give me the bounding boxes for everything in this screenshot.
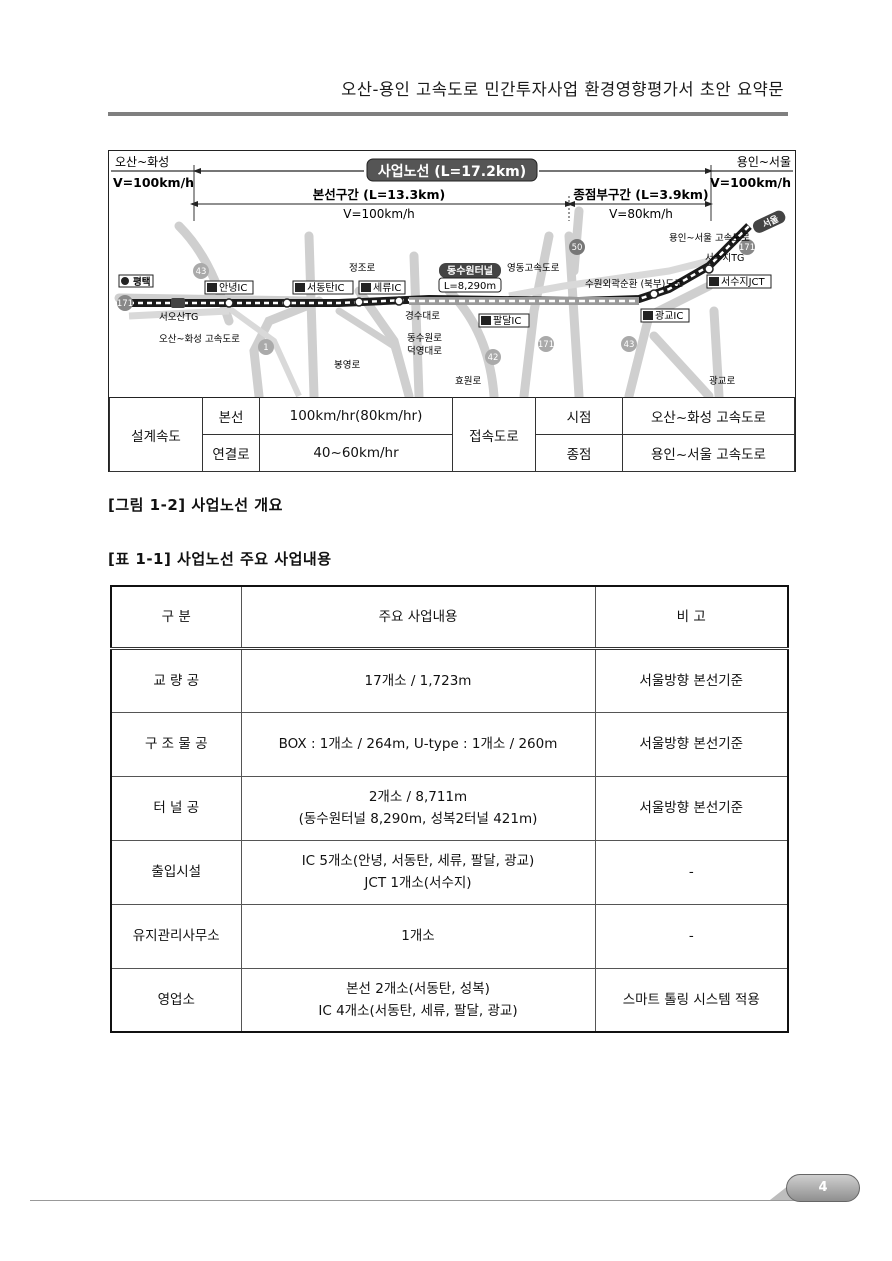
interchange-nodes [224,264,714,308]
table-row: 유지관리사무소 1개소 - [110,903,789,969]
paldal-ic-label: 팔달IC [493,315,521,327]
row-content: BOX : 1개소 / 264m, U-type : 1개소 / 260m [240,711,596,777]
row-content: 본선 2개소(서동탄, 성복)IC 4개소(서동탄, 세류, 팔달, 광교) [240,967,596,1033]
svg-text:171: 171 [117,299,133,309]
seodongtan-ic-label: 서동탄IC [307,282,345,294]
header-rule [108,112,788,116]
row-note: - [594,839,789,905]
header-category: 구 분 [110,585,242,650]
tunnel-name: 동수원터널 [447,264,493,277]
row-note: - [594,903,789,969]
left-section-label: 오산~화성 [115,155,169,169]
row-content: IC 5개소(안녕, 서동탄, 세류, 팔달, 광교)JCT 1개소(서수지) [240,839,596,905]
table-header-row: 구 분 주요 사업내용 비 고 [110,585,789,650]
jeongjo-ro-label: 정조로 [349,263,375,274]
row-content: 2개소 / 8,711m(동수원터널 8,290m, 성복2터널 421m) [240,775,596,841]
end-value-cell: 용인~서울 고속도로 [622,434,795,472]
terminal-segment-speed: V=80km/h [609,207,673,221]
ring-road [508,257,710,300]
page-number: 4 [786,1174,860,1202]
route-shields: 43 1 42 171 43 50 171 171 [117,239,755,365]
seoul-direction-sign: 서울 [752,210,786,233]
dongsuwon-ro-label: 동수원로 [407,333,442,344]
row-category: 영업소 [110,967,242,1033]
ramp-value-cell: 40~60km/hr [259,434,453,472]
document-title: 오산-용인 고속도로 민간투자사업 환경영향평가서 초안 요약문 [341,80,784,99]
yongin-seoul-exp-label: 용인~서울 고속도로 [669,233,750,244]
footer-rule [30,1200,800,1201]
row-note: 서울방향 본선기준 [594,647,789,713]
gwanggyo-ro-label: 광교로 [709,375,735,387]
right-section-label: 용인~서울 [737,155,791,169]
gyeongsu-daero-label: 경수대로 [405,310,440,322]
row-note: 스마트 톨링 시스템 적용 [594,967,789,1033]
mainline-segment-label: 본선구간 (L=13.3km) [313,187,445,202]
deogyeong-daero-label: 덕영대로 [407,346,442,357]
design-spec-table: 설계속도 본선 100km/hr(80km/hr) 접속도로 시점 오산~화성 … [109,397,795,472]
hyowon-ro-label: 효원로 [455,376,481,387]
row-note: 서울방향 본선기준 [594,711,789,777]
mainline-cell: 본선 [202,397,260,435]
row-category: 구 조 물 공 [110,711,242,777]
seosuji-jct-label: 서수지JCT [721,276,766,288]
yeongdong-exp-label: 영동고속도로 [507,263,560,274]
map-labels: 서오산TG 오산~화성 고속도로 서수지TG 용인~서울 고속도로 영동고속도로… [159,233,750,387]
bongyeong-ro-label: 봉영로 [334,360,360,371]
end-cell: 종점 [535,434,623,472]
pyeongtaek-sign: 평택 [133,276,150,288]
table-row: 출입시설 IC 5개소(안녕, 서동탄, 세류, 팔달, 광교)JCT 1개소(… [110,839,789,905]
seosuji-tg-label: 서수지TG [705,253,744,264]
left-section-speed: V=100km/h [113,175,194,190]
figure-caption: [그림 1-2] 사업노선 개요 [108,496,283,514]
route-map: 사업노선 (L=17.2km) 오산~화성 V=100km/h 용인~서울 V=… [111,155,793,397]
row-category: 유지관리사무소 [110,903,242,969]
header-note: 비 고 [594,585,789,650]
gwanggyo-ic-label: 광교IC [655,310,683,322]
svg-text:43: 43 [196,267,207,277]
row-content: 1개소 [240,903,596,969]
osan-hwaseong-exp-label: 오산~화성 고속도로 [159,334,240,345]
row-content: 17개소 / 1,723m [240,647,596,713]
svg-text:50: 50 [572,243,583,253]
project-content-table: 구 분 주요 사업내용 비 고 교 량 공 17개소 / 1,723m 서울방향… [110,585,789,1033]
seoosan-tg-label: 서오산TG [159,312,198,323]
svg-text:171: 171 [739,243,755,253]
row-category: 출입시설 [110,839,242,905]
table-row: 터 널 공 2개소 / 8,711m(동수원터널 8,290m, 성복2터널 4… [110,775,789,841]
row-category: 터 널 공 [110,775,242,841]
svg-text:1: 1 [263,343,268,353]
anyeong-ic-label: 안녕IC [219,282,247,294]
seryu-ic-label: 세류IC [373,282,401,294]
svg-text:43: 43 [624,340,635,350]
svg-text:42: 42 [488,353,499,363]
table-row: 구 조 물 공 BOX : 1개소 / 264m, U-type : 1개소 /… [110,711,789,777]
mainline-segment-speed: V=100km/h [343,207,414,221]
tunnel-length: L=8,290m [444,281,496,292]
ramp-cell: 연결로 [202,434,260,472]
connection-cell: 접속도로 [452,397,536,472]
start-value-cell: 오산~화성 고속도로 [622,397,795,435]
tunnel-badge [439,263,501,278]
design-speed-cell: 설계속도 [109,397,203,472]
start-cell: 시점 [535,397,623,435]
route-banner [366,158,538,182]
ic-symbols [207,277,719,325]
route-banner-text: 사업노선 (L=17.2km) [378,164,526,180]
route-overview-figure: 사업노선 (L=17.2km) 오산~화성 V=100km/h 용인~서울 V=… [108,150,796,472]
header-content: 주요 사업내용 [240,585,596,650]
table-row: 교 량 공 17개소 / 1,723m 서울방향 본선기준 [110,647,789,713]
table-caption: [표 1-1] 사업노선 주요 사업내용 [108,550,332,568]
row-note: 서울방향 본선기준 [594,775,789,841]
right-section-speed: V=100km/h [710,175,791,190]
toll-gate-seoosan [171,298,185,308]
terminal-segment-label: 종점부구간 (L=3.9km) [573,187,708,202]
row-category: 교 량 공 [110,647,242,713]
table-row: 영업소 본선 2개소(서동탄, 성복)IC 4개소(서동탄, 세류, 팔달, 광… [110,967,789,1033]
background-roads [114,206,724,397]
mainline-value-cell: 100km/hr(80km/hr) [259,397,453,435]
svg-text:171: 171 [538,340,554,350]
suwon-ring-label: 수원외곽순환 (북부)도로 [585,278,683,290]
